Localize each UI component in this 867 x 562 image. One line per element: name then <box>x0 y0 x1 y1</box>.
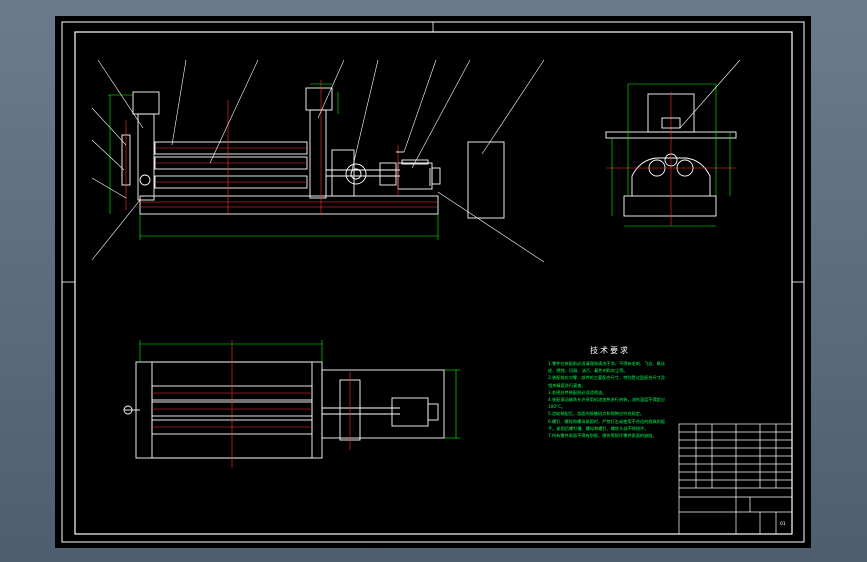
technical-note: 5.齿轮装配后，齿面的接触斑点和侧隙应符合规定。 <box>548 411 645 417</box>
technical-note: 3.各密封件装配前必须浸透油。 <box>548 389 607 395</box>
drawing-sheet <box>55 16 811 548</box>
top-view-dimensions <box>139 340 460 439</box>
technical-note: 2.装配前应对零、部件的主要配合尺寸，特别是过盈配合尺寸及相关精度进行复查。 <box>548 375 666 388</box>
technical-note: 6.螺钉、螺栓和螺母紧固时，严禁打击或使用不合适的旋具和扳手。紧固后螺钉槽、螺母… <box>548 418 666 431</box>
title-block <box>678 423 793 535</box>
front-view <box>121 80 505 219</box>
front-view-dimensions <box>108 83 439 240</box>
side-leader <box>679 59 741 129</box>
technical-notes: 1.零件在装配前必须清理和清洗干净，不得有毛刺、飞边、氧化皮、锈蚀、切屑、油污、… <box>548 360 666 439</box>
side-view <box>605 92 737 226</box>
technical-note: 1.零件在装配前必须清理和清洗干净，不得有毛刺、飞边、氧化皮、锈蚀、切屑、油污、… <box>548 361 666 374</box>
side-view-dimensions <box>611 83 731 227</box>
technical-note: 4.装配滚动轴承允许采用机油加热进行热装，油的温度不得超过100°C。 <box>548 397 666 410</box>
top-view <box>123 340 445 468</box>
technical-note: 7.所有零件表面不得有划痕、擦伤等损坏零件表面的缺陷。 <box>548 433 657 439</box>
technical-requirements-title: 技术要求 <box>590 346 630 355</box>
sheet-number: 01 <box>780 522 786 527</box>
leader-lines <box>91 59 545 263</box>
inner-border <box>74 31 793 535</box>
